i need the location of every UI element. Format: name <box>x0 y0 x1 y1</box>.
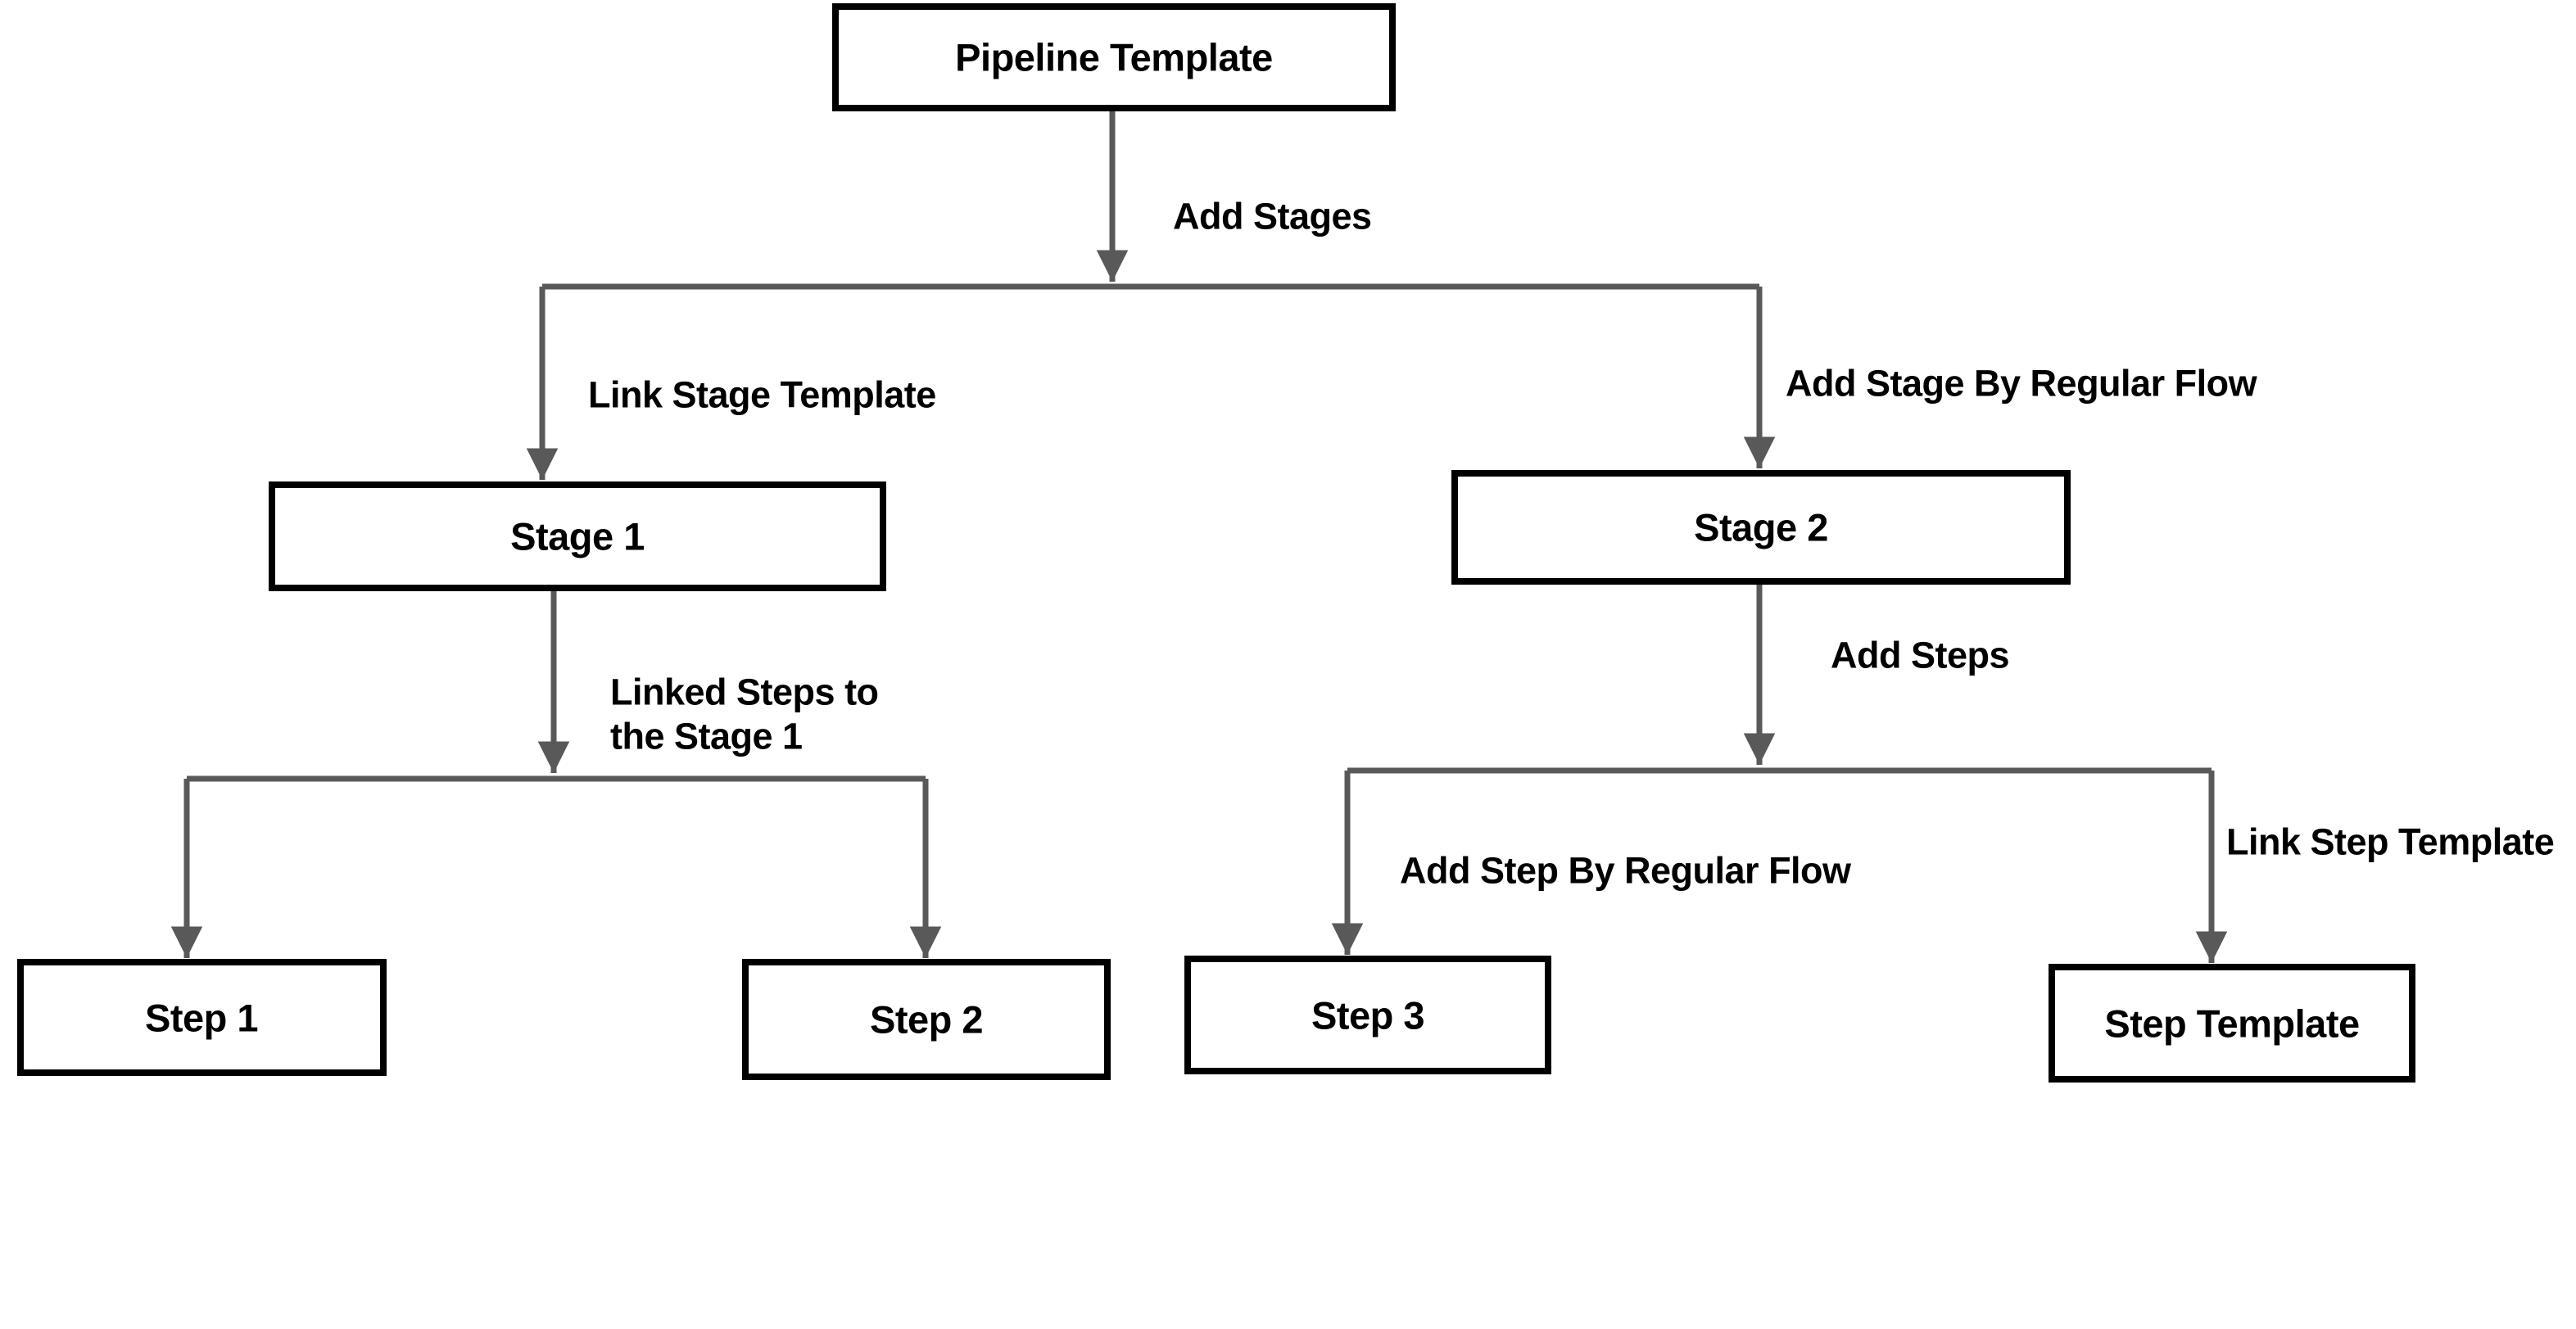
node-step1-box <box>17 959 387 1076</box>
node-stage1-box <box>269 481 886 591</box>
node-stage1-label: Stage 1 <box>510 515 645 558</box>
edges <box>170 108 2228 963</box>
node-step1-label: Step 1 <box>145 997 258 1040</box>
node-step3: Step 3 <box>1184 956 1551 1074</box>
node-step3-box <box>1184 956 1551 1074</box>
edge-label-add-step-by-regular-flow: Add Step By Regular Flow <box>1400 850 1852 892</box>
node-step-template-label: Step Template <box>2104 1002 2359 1046</box>
node-step2-box <box>742 959 1111 1080</box>
node-pipeline-template: Pipeline Template <box>832 3 1396 111</box>
edge-labels: Add Stages Link Stage Template Add Stage… <box>588 196 2555 892</box>
node-step-template-box <box>2049 964 2415 1083</box>
edge-label-add-stages: Add Stages <box>1173 196 1372 237</box>
node-step2: Step 2 <box>742 959 1111 1080</box>
node-stage2-label: Stage 2 <box>1694 506 1828 549</box>
edge-label-linked-steps-line2: the Stage 1 <box>610 716 803 757</box>
node-pipeline-template-box <box>832 3 1396 111</box>
nodes: Pipeline Template Stage 1 Stage 2 Step 1… <box>17 3 2415 1083</box>
node-step1: Step 1 <box>17 959 387 1076</box>
edge-label-add-stage-by-regular-flow: Add Stage By Regular Flow <box>1786 363 2258 405</box>
node-stage1: Stage 1 <box>269 481 886 591</box>
node-step3-label: Step 3 <box>1311 994 1424 1037</box>
edge-label-link-step-template: Link Step Template <box>2226 821 2554 863</box>
node-stage2: Stage 2 <box>1451 470 2071 585</box>
edge-label-link-stage-template: Link Stage Template <box>588 374 936 416</box>
node-step2-label: Step 2 <box>870 998 983 1042</box>
node-step-template: Step Template <box>2049 964 2415 1083</box>
edge-label-add-steps: Add Steps <box>1831 635 2009 676</box>
edge-label-linked-steps-line1: Linked Steps to <box>610 671 879 713</box>
node-pipeline-template-label: Pipeline Template <box>955 36 1273 79</box>
node-stage2-box <box>1451 470 2071 585</box>
